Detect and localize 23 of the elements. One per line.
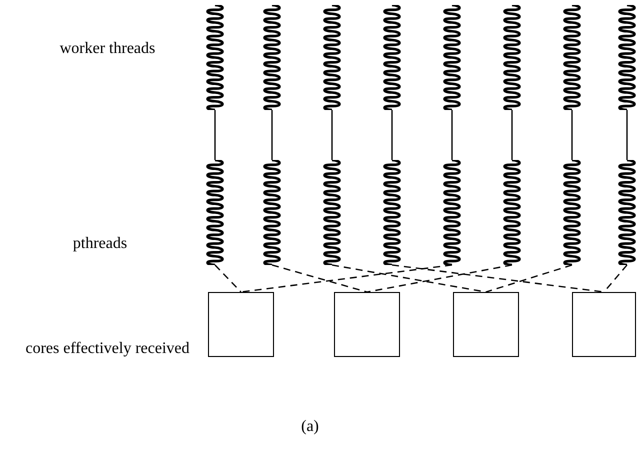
row-label: worker threads	[58, 40, 156, 58]
core-box	[208, 292, 274, 357]
dashed-line	[486, 264, 572, 293]
line	[331, 110, 333, 160]
core-box	[572, 292, 636, 357]
line	[391, 110, 393, 160]
line	[626, 110, 628, 160]
dashed-line	[214, 264, 242, 292]
core-box	[453, 292, 519, 357]
line	[511, 110, 513, 160]
core-box	[334, 292, 400, 357]
dashed-line	[240, 264, 452, 293]
line	[214, 110, 216, 160]
dashed-line	[272, 264, 368, 293]
line	[451, 110, 453, 160]
line	[571, 110, 573, 160]
dashed-line	[392, 264, 604, 293]
dashed-line	[332, 264, 486, 293]
caption: (a)	[300, 418, 320, 436]
line	[271, 110, 273, 160]
dashed-line	[366, 264, 512, 293]
row-label: pthreads	[72, 235, 128, 253]
row-label: cores effectively received	[24, 340, 191, 358]
